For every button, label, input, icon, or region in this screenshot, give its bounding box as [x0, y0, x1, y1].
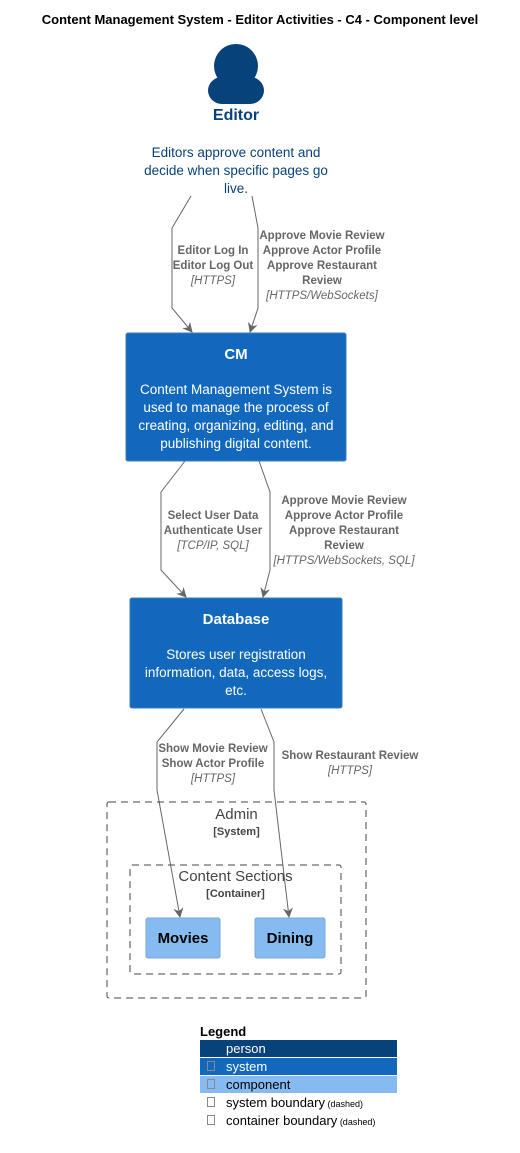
legend-item-label: container boundary (dashed) — [226, 1113, 376, 1128]
relation-technology: [HTTPS] — [190, 773, 236, 785]
cm-system-name: CM — [224, 346, 248, 363]
legend-swatch-icon — [207, 1115, 215, 1125]
person-icon — [208, 44, 264, 104]
movies-component-box[interactable] — [145, 917, 221, 959]
database-system: Database Stores user registration inform… — [136, 611, 336, 700]
relation-label-line: Select User Data — [167, 510, 259, 522]
movies-component-label: Movies — [157, 930, 209, 947]
database-system-box[interactable] — [129, 597, 343, 709]
relation-db-dining — [260, 708, 293, 918]
relation-label-line: Review — [324, 540, 364, 552]
database-system-description: Stores user registration information, da… — [144, 647, 328, 698]
relation-label-line: Approve Actor Profile — [262, 245, 382, 257]
relation-label-line: Approve Restaurant — [267, 260, 377, 272]
cm-system-description: Content Management System is used to man… — [138, 382, 334, 451]
legend-item-label: system boundary (dashed) — [226, 1095, 364, 1110]
cm-system: CM Content Management System is used to … — [130, 346, 342, 453]
cm-system-box[interactable] — [125, 332, 347, 462]
legend-swatch-icon — [207, 1097, 215, 1107]
content-sections-boundary-name: Content Sections — [178, 868, 293, 885]
relation-label-line: Approve Movie Review — [281, 495, 407, 507]
legend-item-suffix: (dashed) — [337, 1117, 376, 1127]
relation-label-line: Approve Actor Profile — [284, 510, 404, 522]
relation-label-editor-cm-1: Editor Log In Editor Log Out [HTTPS] — [162, 244, 264, 289]
content-sections-container-boundary — [129, 864, 342, 975]
relation-label-line: Show Movie Review — [158, 743, 268, 755]
relation-technology: [HTTPS] — [190, 275, 236, 287]
relation-cm-db-1 — [160, 460, 187, 598]
person-label: Editor — [212, 107, 260, 124]
admin-boundary-type: [System] — [213, 826, 260, 838]
dining-component-box[interactable] — [254, 917, 326, 959]
relation-technology: [HTTPS/WebSockets] — [266, 290, 378, 302]
relation-label-line: Approve Movie Review — [259, 230, 385, 242]
admin-system-boundary — [106, 801, 367, 999]
relation-editor-cm-2 — [248, 195, 259, 333]
relation-label-line: Editor Log In — [177, 245, 249, 257]
legend-item-container-boundary: container boundary (dashed) — [200, 1112, 397, 1129]
relation-label-line: Show Restaurant Review — [281, 750, 419, 762]
admin-boundary-name: Admin — [215, 806, 258, 823]
content-sections-boundary-type: [Container] — [206, 888, 265, 900]
database-system-name: Database — [202, 611, 270, 628]
legend-item-label: person — [226, 1041, 266, 1056]
legend-swatch-icon — [207, 1079, 215, 1089]
legend-item-label: system — [226, 1059, 268, 1074]
person-description: Editors approve content and decide when … — [144, 145, 328, 196]
legend-item-system-boundary: system boundary (dashed) — [200, 1094, 397, 1111]
legend-item-person: person — [200, 1040, 397, 1057]
legend-item-label: component — [226, 1077, 291, 1092]
legend-item-system: system — [200, 1058, 397, 1075]
dining-component-label: Dining — [266, 930, 314, 947]
relation-label-line: Editor Log Out — [172, 260, 254, 272]
relation-technology: [HTTPS] — [327, 765, 373, 777]
relation-technology: [TCP/IP, SQL] — [177, 540, 249, 552]
relation-cm-db-2 — [258, 460, 271, 598]
diagram-title: Content Management System - Editor Activ… — [41, 12, 479, 27]
relation-db-movies — [156, 708, 185, 918]
legend-title: Legend — [200, 1024, 247, 1039]
relation-label-line: Show Actor Profile — [161, 758, 265, 770]
relation-technology: [HTTPS/WebSockets, SQL] — [273, 555, 415, 567]
relation-label-db-dining: Show Restaurant Review [HTTPS] — [272, 749, 428, 779]
relation-label-line: Review — [302, 275, 342, 287]
relation-label-line: Approve Restaurant — [289, 525, 399, 537]
relation-label-line: Authenticate User — [163, 525, 263, 537]
legend-item-suffix: (dashed) — [325, 1099, 364, 1109]
legend-swatch-icon — [207, 1061, 215, 1071]
legend-item-component: component — [200, 1076, 397, 1093]
relation-editor-cm-1 — [171, 195, 193, 333]
